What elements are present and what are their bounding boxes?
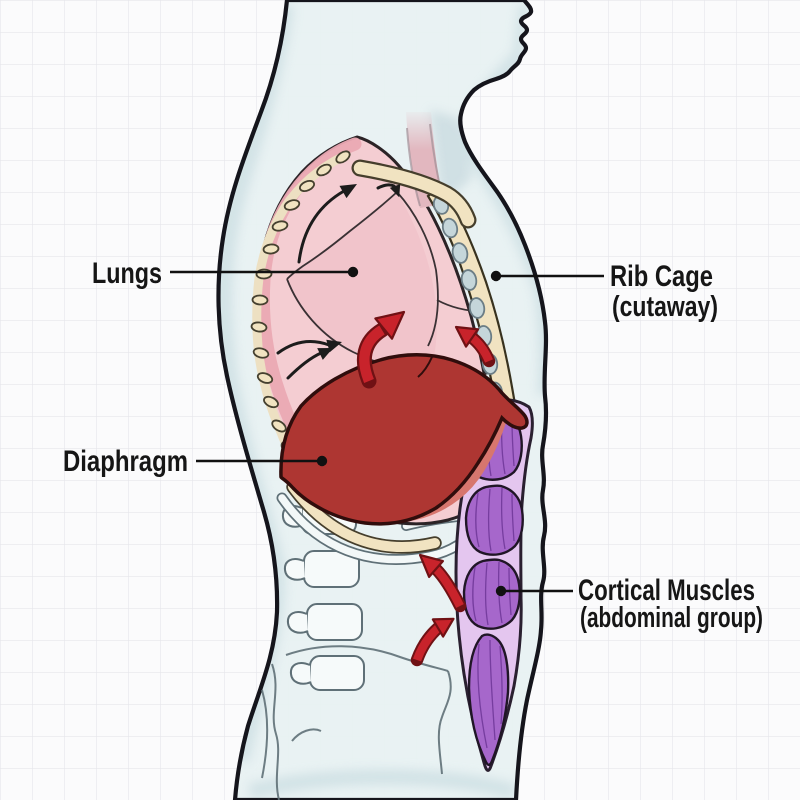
diaphragm-apex-notch — [417, 356, 433, 378]
airflow-arrows — [276, 183, 401, 380]
motion-arrow-right — [454, 325, 496, 368]
lungs-pointer-dot — [347, 266, 359, 278]
rib-cage-sublabel: (cutaway) — [612, 291, 718, 323]
label-rib-cage: Rib Cage (cutaway) — [490, 260, 718, 323]
motion-arrow-center — [356, 310, 406, 389]
cortical-muscles-label: Cortical Muscles — [578, 574, 755, 607]
lowest-rib-bone — [288, 482, 440, 552]
airflow-arrow-lower-1 — [276, 340, 331, 355]
airflow-arrow-apex — [376, 183, 396, 190]
motion-arrow-mid-lower — [418, 553, 467, 613]
cortical-pointer-dot — [495, 585, 507, 597]
rib-cage-pointer-dot — [490, 270, 502, 282]
label-diaphragm: Diaphragm — [63, 445, 328, 478]
lung-inner-lobe — [287, 192, 437, 374]
diaphragm-shape — [279, 353, 529, 526]
labels: Lungs Rib Cage (cutaway) Diaphragm Corti… — [63, 257, 763, 634]
airflow-arrow-main — [297, 189, 346, 264]
diaphragm-pointer-dot — [316, 455, 328, 467]
cortical-muscles-sublabel: (abdominal group) — [580, 602, 763, 634]
label-cortical-muscles: Cortical Muscles (abdominal group) — [495, 574, 763, 634]
diaphragm-label: Diaphragm — [63, 445, 188, 478]
lungs-label: Lungs — [92, 257, 162, 290]
motion-arrows — [356, 310, 496, 667]
label-lungs: Lungs — [92, 257, 359, 290]
lower-ribs — [276, 480, 471, 565]
airflow-arrow-lower-2 — [286, 351, 323, 380]
clavicle-bone — [351, 159, 477, 229]
rib-cage-label: Rib Cage — [610, 260, 713, 293]
abdominal-striations — [472, 412, 515, 749]
motion-arrow-bottom — [410, 617, 455, 667]
pelvis-outline — [261, 645, 452, 800]
